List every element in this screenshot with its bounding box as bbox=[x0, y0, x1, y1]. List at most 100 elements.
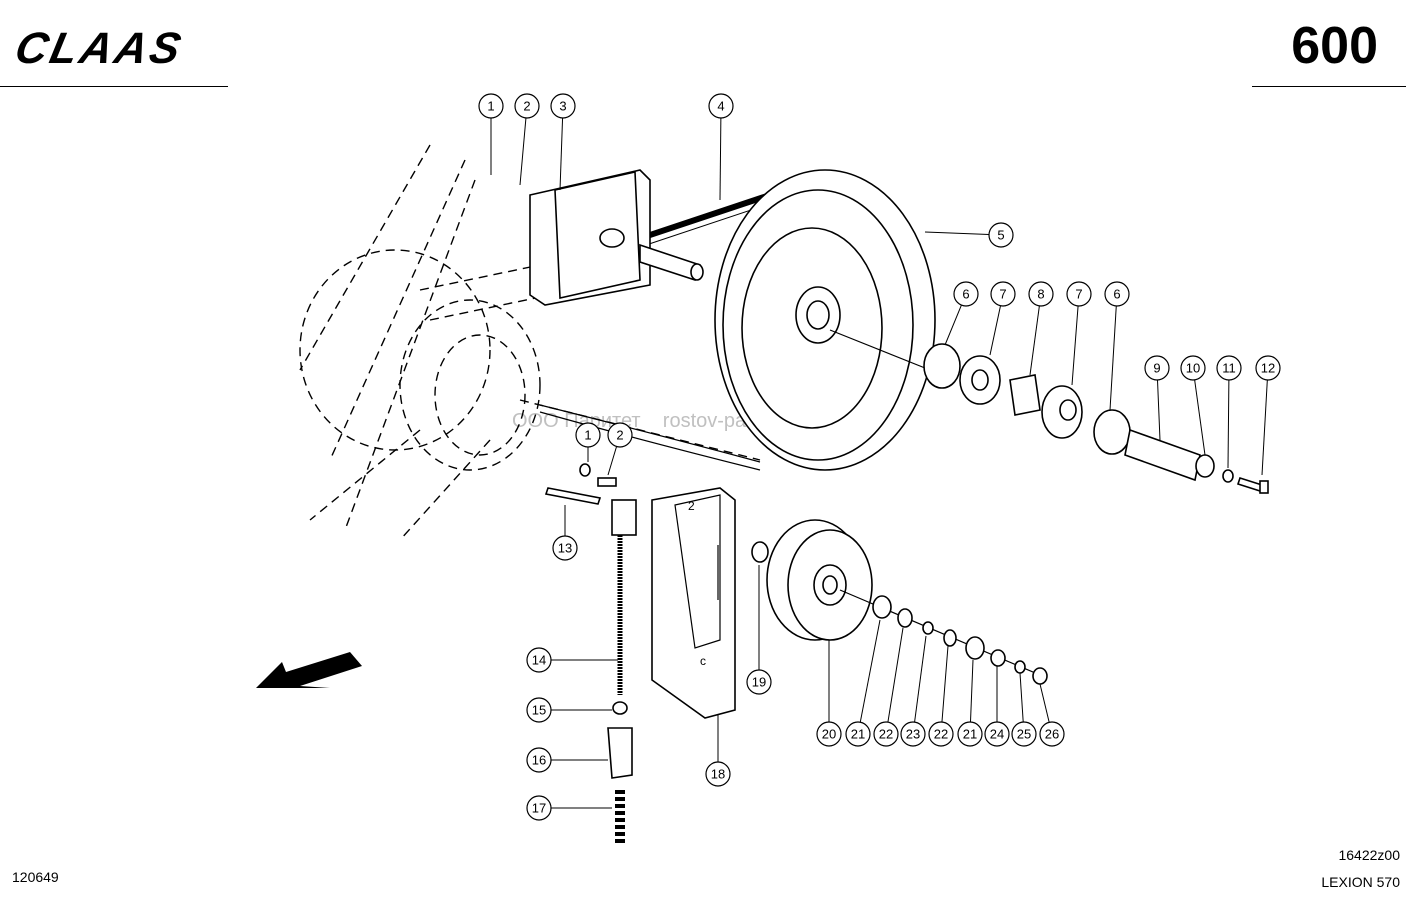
callout-bubble bbox=[1255, 355, 1281, 381]
callout-leader bbox=[969, 659, 974, 723]
callout-leader bbox=[1156, 379, 1161, 441]
callout-label: 10 bbox=[1186, 361, 1200, 376]
callout-label: 2 bbox=[616, 428, 623, 443]
callout-label: 22 bbox=[879, 727, 893, 742]
callout-bubble bbox=[1028, 281, 1054, 307]
large-pulley bbox=[714, 169, 936, 471]
callout-bubble bbox=[526, 697, 552, 723]
header-rule-right bbox=[1252, 86, 1406, 87]
callout-label: 19 bbox=[752, 675, 766, 690]
callout-label: 9 bbox=[1153, 361, 1160, 376]
callout-bubble bbox=[526, 647, 552, 673]
callout-label: 3 bbox=[559, 99, 566, 114]
callout-bubble bbox=[746, 669, 772, 695]
model-name: LEXION 570 bbox=[1321, 874, 1400, 890]
bearing-stack bbox=[923, 343, 1269, 494]
callout-leader bbox=[1227, 379, 1230, 469]
idler-pulley bbox=[766, 519, 1048, 685]
callout-leader bbox=[924, 231, 990, 236]
sheet-id: 120649 bbox=[12, 869, 59, 885]
callout-label: 7 bbox=[999, 287, 1006, 302]
callout-label: 18 bbox=[711, 767, 725, 782]
callout-bubble bbox=[928, 721, 954, 747]
callout-leader bbox=[1019, 672, 1024, 723]
callout-bubble bbox=[1066, 281, 1092, 307]
bracket-assembly bbox=[529, 169, 704, 306]
callout-bubble bbox=[514, 93, 540, 119]
callout-leader bbox=[887, 627, 904, 723]
callout-leader bbox=[1039, 683, 1050, 723]
callout-label: 16 bbox=[532, 753, 546, 768]
callout-leader bbox=[859, 619, 881, 723]
callout-bubble bbox=[575, 422, 601, 448]
callout-label: 2 bbox=[523, 99, 530, 114]
callout-bubble bbox=[957, 721, 983, 747]
callout-bubble bbox=[1180, 355, 1206, 381]
callout-label: 26 bbox=[1045, 727, 1059, 742]
callout-label: 8 bbox=[1037, 287, 1044, 302]
callout-label: 12 bbox=[1261, 361, 1275, 376]
callout-label: 11 bbox=[1222, 361, 1236, 376]
callout-leader bbox=[1071, 305, 1079, 386]
callout-label: 1 bbox=[584, 428, 591, 443]
callout-bubble bbox=[1216, 355, 1242, 381]
callout-bubble bbox=[526, 795, 552, 821]
callout-leader bbox=[719, 117, 722, 201]
callout-label: 6 bbox=[962, 287, 969, 302]
callout-leader bbox=[944, 304, 962, 346]
callout-leader bbox=[559, 117, 564, 191]
callout-bubble bbox=[708, 93, 734, 119]
page-number: 600 bbox=[1291, 17, 1378, 75]
callout-leader bbox=[1029, 305, 1040, 376]
header-rule-left bbox=[0, 86, 228, 87]
callout-bubble bbox=[607, 422, 633, 448]
callout-label: 1 bbox=[487, 99, 494, 114]
drawing-code: 16422z00 bbox=[1338, 847, 1400, 863]
callout-leader bbox=[519, 117, 527, 186]
callout-label: 13 bbox=[558, 541, 572, 556]
callout-label: 7 bbox=[1075, 287, 1082, 302]
callout-bubble bbox=[705, 761, 731, 787]
callout-label: 25 bbox=[1017, 727, 1031, 742]
callout-label: 14 bbox=[532, 653, 546, 668]
callout-label: 6 bbox=[1113, 287, 1120, 302]
callout-bubble bbox=[478, 93, 504, 119]
callout-bubble bbox=[953, 281, 979, 307]
callout-leader bbox=[607, 446, 618, 476]
callout-leader bbox=[1261, 379, 1268, 476]
callout-leader bbox=[989, 305, 1001, 356]
tensioner-assembly: 2 c bbox=[544, 463, 769, 845]
callout-label: 21 bbox=[851, 727, 865, 742]
callout-label: 21 bbox=[963, 727, 977, 742]
callout-label: 15 bbox=[532, 703, 546, 718]
callout-label: 5 bbox=[997, 228, 1004, 243]
callout-bubble bbox=[845, 721, 871, 747]
callout-bubble bbox=[816, 721, 842, 747]
callout-bubble bbox=[1011, 721, 1037, 747]
callout-leader bbox=[941, 645, 949, 723]
callout-bubble bbox=[900, 721, 926, 747]
callout-bubble bbox=[550, 93, 576, 119]
bracket-mark-top: 2 bbox=[688, 499, 695, 513]
callout-bubble bbox=[526, 747, 552, 773]
callout-label: 23 bbox=[906, 727, 920, 742]
callout-bubble bbox=[1104, 281, 1130, 307]
callout-label: 20 bbox=[822, 727, 836, 742]
callout-bubble bbox=[1144, 355, 1170, 381]
callout-bubble bbox=[873, 721, 899, 747]
callout-bubble bbox=[1039, 721, 1065, 747]
callout-leader bbox=[914, 635, 927, 723]
callout-label: 17 bbox=[532, 801, 546, 816]
callout-label: 4 bbox=[717, 99, 724, 114]
callout-bubble bbox=[988, 222, 1014, 248]
callout-leader bbox=[1194, 379, 1206, 456]
direction-arrow-icon bbox=[256, 652, 362, 688]
callout-label: 24 bbox=[990, 727, 1004, 742]
callout-bubble bbox=[552, 535, 578, 561]
bracket-mark-bottom: c bbox=[700, 654, 706, 668]
callout-bubble bbox=[990, 281, 1016, 307]
callout-leader bbox=[1109, 305, 1117, 411]
